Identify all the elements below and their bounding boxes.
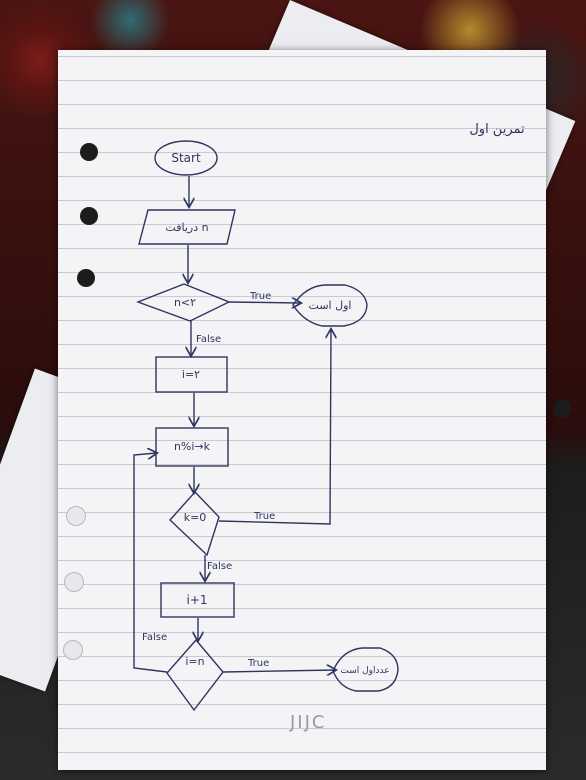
start-node bbox=[154, 140, 218, 176]
cond-k-node bbox=[169, 490, 220, 557]
edge-true-2 bbox=[218, 330, 331, 525]
notebook-page bbox=[58, 50, 546, 770]
cond-i-label: i=n bbox=[185, 655, 204, 668]
false-label-1: False bbox=[196, 334, 221, 345]
start-label: Start bbox=[171, 151, 201, 165]
notebook-brand-logo: JIJC bbox=[290, 712, 327, 733]
prime-output-node bbox=[292, 284, 368, 327]
back-sheet-hole bbox=[553, 400, 571, 418]
edge-true-1 bbox=[228, 302, 300, 303]
binder-hole-2 bbox=[80, 207, 98, 225]
true-label-1: True bbox=[249, 291, 271, 302]
edge-true-3 bbox=[222, 670, 335, 672]
binder-hole-6 bbox=[63, 640, 83, 660]
inc-label: i+1 bbox=[186, 593, 207, 607]
assign-i-node bbox=[155, 356, 228, 393]
cond-i-node bbox=[166, 638, 224, 712]
edge-false-3 bbox=[133, 453, 168, 673]
mod-node bbox=[155, 427, 229, 467]
mod-label: n%i→k bbox=[174, 440, 211, 453]
cond-n-label: n<۲ bbox=[174, 296, 196, 309]
assign-i-label: i=۲ bbox=[182, 368, 200, 381]
binder-hole-5 bbox=[64, 572, 84, 592]
cond-k-label: k=0 bbox=[184, 511, 207, 524]
binder-hole-4 bbox=[66, 506, 86, 526]
prime-output-label: اول است bbox=[309, 299, 352, 312]
page-title: تمرین اول bbox=[469, 122, 525, 137]
true-label-2: True bbox=[253, 511, 275, 522]
notprime-output-node bbox=[332, 647, 399, 692]
false-label-2: False bbox=[207, 561, 232, 572]
input-node bbox=[138, 209, 236, 245]
false-label-3: False bbox=[142, 632, 167, 643]
notprime-output-label: عدداول است bbox=[340, 666, 389, 676]
inc-node bbox=[160, 582, 235, 618]
input-label: دریافت n bbox=[165, 221, 208, 234]
cond-n-node bbox=[136, 283, 231, 322]
true-label-3: True bbox=[247, 658, 269, 669]
binder-hole-3 bbox=[77, 269, 95, 287]
binder-hole-1 bbox=[80, 143, 98, 161]
